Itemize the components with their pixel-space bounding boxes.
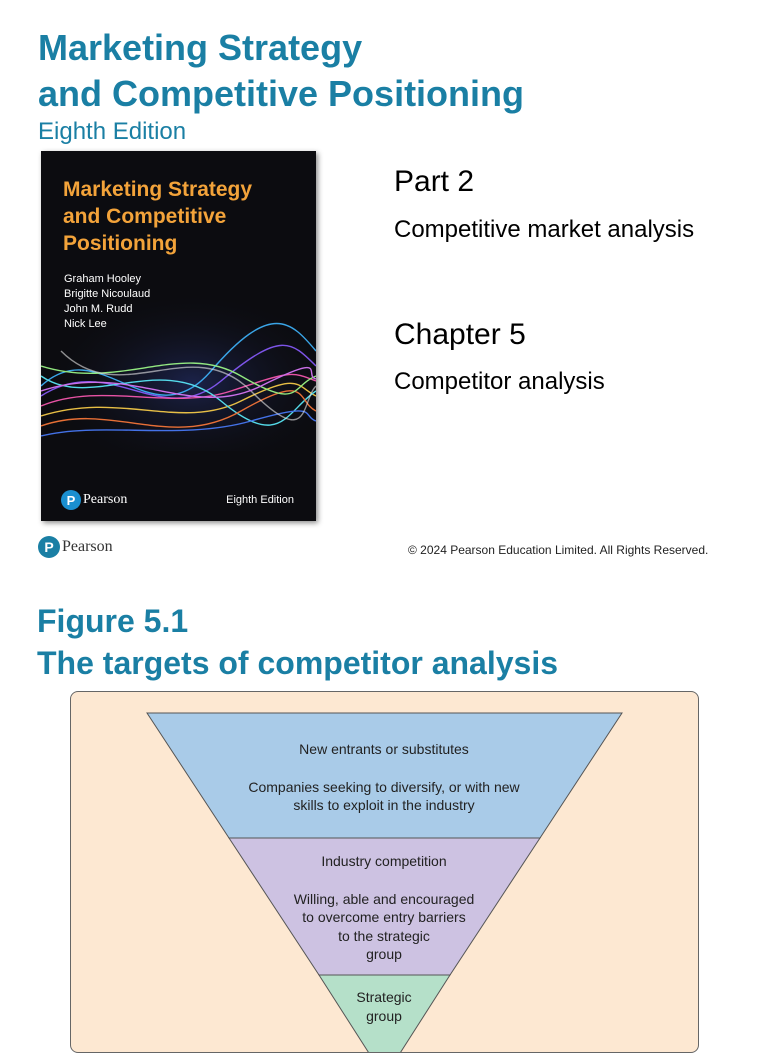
chapter-title: Competitor analysis	[394, 368, 605, 396]
level2-body-line: to overcome entry barriers	[302, 909, 465, 925]
cover-publisher: Pearson	[83, 492, 127, 508]
edition-label: Eighth Edition	[38, 118, 186, 146]
pearson-logo-icon: P	[61, 490, 81, 510]
cover-title-line-1: Marketing Strategy	[63, 177, 313, 203]
book-cover: Marketing Strategy and Competitive Posit…	[41, 151, 316, 521]
part-title: Competitive market analysis	[394, 216, 694, 244]
funnel-level-new-entrants	[147, 713, 622, 838]
svg-text:P: P	[67, 493, 76, 508]
level2-body-line: Willing, able and encouraged	[294, 891, 475, 907]
cover-title-line-2: and Competitive	[63, 204, 313, 230]
pearson-logo-icon: P	[38, 536, 60, 558]
copyright-notice: © 2024 Pearson Education Limited. All Ri…	[408, 543, 708, 557]
figure-title: The targets of competitor analysis	[37, 645, 558, 681]
level1-body-line: skills to exploit in the industry	[293, 797, 474, 813]
cover-edition: Eighth Edition	[226, 494, 294, 506]
level1-heading: New entrants or substitutes	[299, 741, 469, 757]
cover-author: Graham Hooley	[64, 273, 141, 285]
book-title-line-1: Marketing Strategy	[38, 28, 362, 68]
level2-body-line: to the strategic	[338, 928, 430, 944]
level3-heading-line: group	[366, 1008, 402, 1024]
cover-author: Nick Lee	[64, 318, 107, 330]
level2-heading: Industry competition	[321, 853, 446, 869]
level3-heading-line: Strategic	[356, 989, 411, 1005]
cover-title-line-3: Positioning	[63, 231, 313, 257]
cover-author: John M. Rudd	[64, 303, 132, 315]
level1-body-line: Companies seeking to diversify, or with …	[248, 779, 520, 795]
figure-number: Figure 5.1	[37, 603, 188, 639]
funnel-diagram: New entrants or substitutes Companies se…	[71, 692, 698, 1052]
level2-body-line: group	[366, 946, 402, 962]
svg-text:P: P	[44, 539, 53, 555]
chapter-label: Chapter 5	[394, 318, 526, 352]
funnel-diagram-panel: New entrants or substitutes Companies se…	[70, 691, 699, 1053]
book-title-line-2: and Competitive Positioning	[38, 74, 524, 114]
part-label: Part 2	[394, 165, 474, 199]
footer-publisher: Pearson	[62, 538, 113, 556]
cover-author: Brigitte Nicoulaud	[64, 288, 150, 300]
